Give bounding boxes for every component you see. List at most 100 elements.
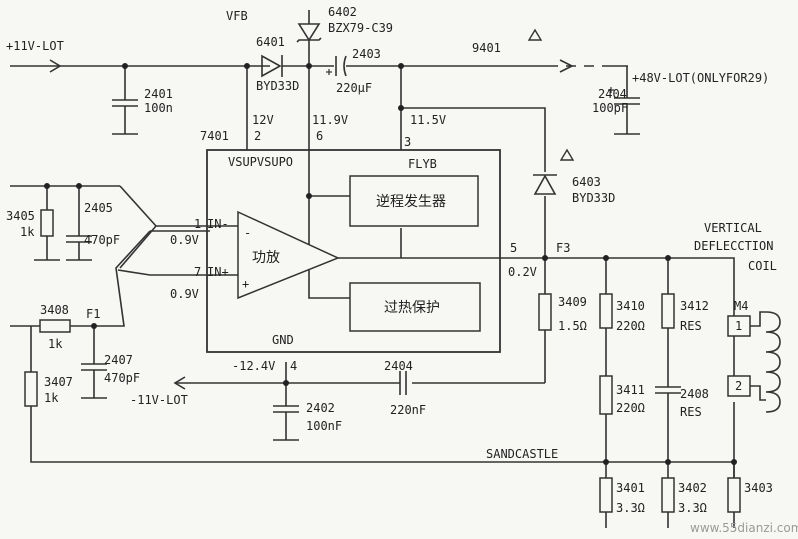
amp-block-label: 功放	[252, 250, 280, 266]
resistor-3405	[40, 209, 54, 237]
junction-dots	[44, 63, 737, 465]
c2401-value: 100n	[144, 101, 173, 115]
c2404-bottom-ref: 2404	[384, 359, 413, 373]
r3410-value: 220Ω	[616, 319, 645, 333]
r3412-value: RES	[680, 319, 702, 333]
thermal-block-label: 过热保护	[384, 300, 440, 316]
v-pin4: -12.4V	[232, 359, 275, 373]
c2404-top-ref: 2404	[598, 87, 627, 101]
power-amp-triangle	[237, 210, 340, 300]
capacitor-2408	[655, 386, 681, 394]
capacitor-2405	[66, 235, 92, 243]
c2403-value: 220μF	[336, 81, 372, 95]
amp-plus-sign: +	[242, 277, 249, 291]
resistor-3403	[727, 477, 741, 513]
coil-label-line1: VERTICAL	[704, 221, 762, 235]
f3-label: F3	[556, 241, 570, 255]
resistor-3412	[661, 293, 675, 329]
resistor-3408	[39, 319, 71, 333]
v-pin5: 0.2V	[508, 265, 537, 279]
d6402-value: BZX79-C39	[328, 21, 393, 35]
c2408-ref: 2408	[680, 387, 709, 401]
v-pin3: 11.5V	[410, 113, 446, 127]
watermark: www.55dianzi.com	[690, 521, 798, 535]
c2404-bottom-value: 220nF	[390, 403, 426, 417]
pin-3-num: 3	[404, 135, 411, 149]
deflection-coil	[765, 311, 781, 413]
pin-in-minus: IN-	[207, 217, 229, 231]
pin-5-num: 5	[510, 241, 517, 255]
test-point-icons	[527, 28, 575, 161]
d6402-ref: 6402	[328, 5, 357, 19]
flyback-generator-block	[349, 175, 479, 227]
wires	[10, 10, 735, 528]
net-9401-label: 9401	[472, 41, 501, 55]
v-pin7: 0.9V	[170, 287, 199, 301]
amp-minus-sign: -	[244, 226, 251, 240]
thermal-protection-block	[349, 282, 481, 332]
diode-6401	[261, 54, 283, 78]
r3408-ref: 3408	[40, 303, 69, 317]
v-pin2: 12V	[252, 113, 274, 127]
resistor-3411	[599, 375, 613, 415]
r3401-ref: 3401	[616, 481, 645, 495]
plus48v-label: +48V-LOT(ONLYFOR29)	[632, 71, 769, 85]
r3405-ref: 3405	[6, 209, 35, 223]
plus11v-label: +11V-LOT	[6, 39, 64, 53]
test-point-icon	[527, 28, 543, 41]
d6403-ref: 6403	[572, 175, 601, 189]
resistor-3407	[24, 371, 38, 407]
r3407-ref: 3407	[44, 375, 73, 389]
pin-1-num: 1	[194, 217, 201, 231]
capacitor-2404-top	[608, 87, 640, 105]
resistor-3409	[538, 293, 552, 331]
flyback-block-label: 逆程发生器	[376, 194, 446, 210]
capacitor-2402	[273, 405, 299, 413]
m4-pin2: 2	[735, 379, 742, 393]
coil-label-line3: COIL	[748, 259, 777, 273]
zener-diode-6402	[296, 23, 322, 43]
d6403-value: BYD33D	[572, 191, 615, 205]
pin-6-num: 6	[316, 129, 323, 143]
r3409-value: 1.5Ω	[558, 319, 587, 333]
c2407-ref: 2407	[104, 353, 133, 367]
pin-in-plus: IN+	[207, 265, 229, 279]
pin-7-num: 7	[194, 265, 201, 279]
sandcastle-label: SANDCASTLE	[486, 447, 558, 461]
pin-4-num: 4	[290, 359, 297, 373]
pin-2-num: 2	[254, 129, 261, 143]
r3411-ref: 3411	[616, 383, 645, 397]
ic-name: VSUPVSUPO	[228, 155, 293, 169]
resistor-3401	[599, 477, 613, 513]
v-pin6: 11.9V	[312, 113, 348, 127]
r3403-ref: 3403	[744, 481, 773, 495]
labels: +11V-LOT -11V-LOT +48V-LOT(ONLYFOR29) VF…	[6, 5, 798, 535]
ic-flyb: FLYB	[408, 157, 437, 171]
c2402-ref: 2402	[306, 401, 335, 415]
c2403-ref: 2403	[352, 47, 381, 61]
m4-ref: M4	[734, 299, 748, 313]
capacitor-2403	[326, 55, 347, 77]
r3401-value: 3.3Ω	[616, 501, 645, 515]
r3410-ref: 3410	[616, 299, 645, 313]
r3412-ref: 3412	[680, 299, 709, 313]
diode-6403	[533, 174, 557, 195]
capacitor-2401	[112, 99, 138, 107]
c2404-top-value: 100pF	[592, 101, 628, 115]
c2405-value: 470pF	[84, 233, 120, 247]
connector-m4	[727, 311, 766, 401]
coil-label-line2: DEFLECCTION	[694, 239, 773, 253]
ic-7401	[206, 149, 501, 353]
d6401-ref: 6401	[256, 35, 285, 49]
r3408-value: 1k	[48, 337, 63, 351]
resistor-3402	[661, 477, 675, 513]
minus11v-label: -11V-LOT	[130, 393, 188, 407]
v-pin1: 0.9V	[170, 233, 199, 247]
ic-ref: 7401	[200, 129, 229, 143]
capacitor-2404-bottom	[399, 371, 407, 395]
r3409-ref: 3409	[558, 295, 587, 309]
d6401-value: BYD33D	[256, 79, 299, 93]
c2401-ref: 2401	[144, 87, 173, 101]
